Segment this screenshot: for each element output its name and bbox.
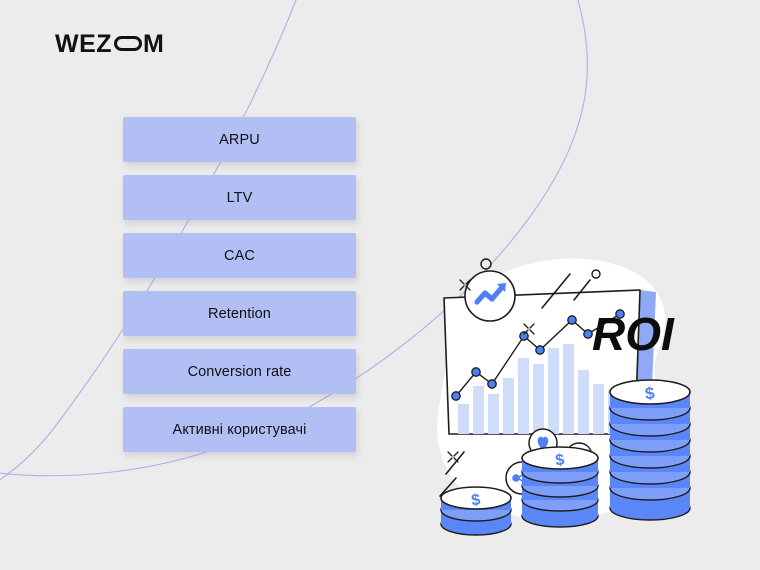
metric-item-active-users[interactable]: Активні користувачі	[123, 407, 356, 452]
decor-circle	[480, 258, 492, 270]
decor-sparkle	[523, 323, 535, 335]
roi-label: ROI	[592, 308, 675, 360]
metric-label: Retention	[208, 305, 271, 322]
coin-stack-large: $	[609, 379, 691, 521]
metric-label: ARPU	[219, 131, 260, 148]
logo-text-m: M	[143, 30, 165, 58]
decor-circle	[591, 269, 601, 279]
logo-text-wez: WEZ	[55, 30, 113, 58]
metrics-list: ARPU LTV CAC Retention Conversion rate А…	[123, 117, 356, 452]
svg-text:$: $	[554, 451, 565, 469]
decor-sparkle	[447, 451, 459, 463]
oval-o-letter-icon	[113, 35, 142, 51]
trending-up-icon	[464, 270, 516, 322]
coin-stack-medium: $	[521, 446, 599, 528]
metric-item-cac[interactable]: CAC	[123, 233, 356, 278]
metric-item-retention[interactable]: Retention	[123, 291, 356, 336]
metric-label: LTV	[226, 189, 253, 206]
metric-label: Активні користувачі	[172, 421, 307, 438]
svg-text:$: $	[644, 383, 657, 403]
svg-text:$: $	[470, 491, 481, 509]
card-line-chart	[451, 309, 625, 401]
decor-sparkle	[459, 279, 471, 291]
decor-dashes	[439, 273, 591, 497]
metric-item-arpu[interactable]: ARPU	[123, 117, 356, 162]
metric-item-conversion-rate[interactable]: Conversion rate	[123, 349, 356, 394]
analytics-card: ROI	[443, 289, 675, 435]
metric-item-ltv[interactable]: LTV	[123, 175, 356, 220]
wezom-logo[interactable]: WEZ M	[55, 31, 164, 57]
metric-label: CAC	[224, 247, 255, 264]
metric-label: Conversion rate	[187, 363, 292, 380]
roi-analytics-illustration: ROI	[424, 238, 714, 538]
coin-stack-small: $	[440, 486, 512, 536]
